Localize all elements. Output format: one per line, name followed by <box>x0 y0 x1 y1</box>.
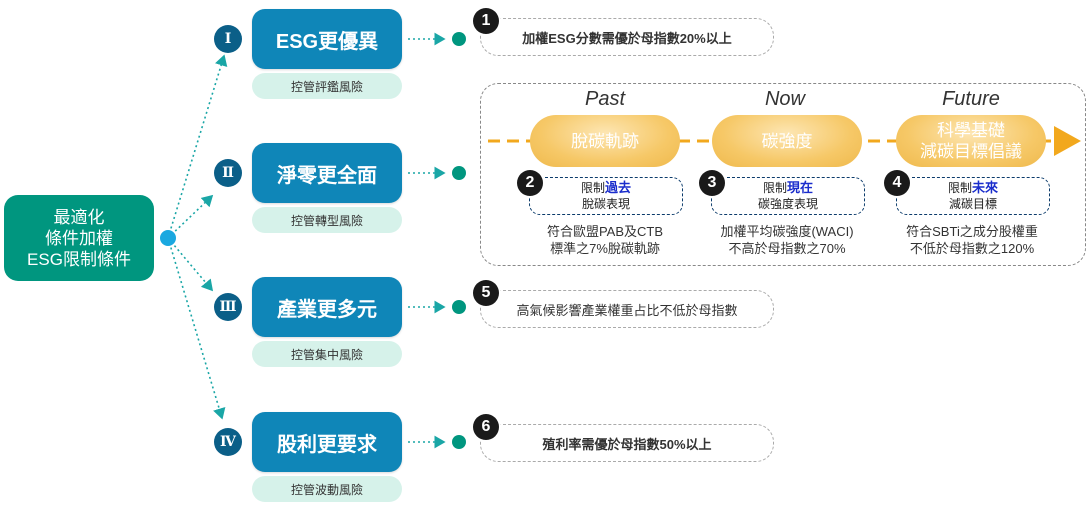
condition-text: 加權ESG分數需優於母指數20%以上 <box>522 30 732 46</box>
stage-carbon-intensity: 碳強度 <box>712 115 862 167</box>
era-label-now: Now <box>764 88 805 110</box>
pillar-net-zero: 淨零更全面 <box>252 143 402 203</box>
criteria-text-future: 符合SBTi之成分股權重 不低於母指數之120% <box>882 223 1062 257</box>
limit-sub: 碳強度表現 <box>757 197 818 211</box>
endpoint-dot <box>452 32 466 46</box>
limit-box-past: 限制過去 脫碳表現 <box>529 177 683 215</box>
stage-label: 碳強度 <box>761 131 813 151</box>
era-label-past: Past <box>584 88 626 110</box>
condition-box: 殖利率需優於母指數50%以上 <box>480 424 774 462</box>
root-line-2: 條件加權 <box>45 228 113 248</box>
stage-label: 科學基礎 <box>937 121 1005 140</box>
limit-sub: 減碳目標 <box>948 197 997 211</box>
limit-box-future: 限制未來 減碳目標 <box>896 177 1050 215</box>
condition-text: 高氣候影響產業權重占比不低於母指數 <box>516 302 738 318</box>
stage-label: 脫碳軌跡 <box>571 131 639 151</box>
stage-label: 減碳目標倡議 <box>920 142 1022 161</box>
number-badge: 6 <box>473 414 499 440</box>
net-zero-panel <box>480 83 1086 266</box>
criteria-line: 符合歐盟PAB及CTB <box>546 224 664 239</box>
root-dot <box>160 230 176 246</box>
root-line-3: ESG限制條件 <box>27 249 131 269</box>
endpoint-dot <box>452 166 466 180</box>
root-box: 最適化 條件加權 ESG限制條件 <box>4 195 154 281</box>
limit-highlight: 現在 <box>787 180 814 195</box>
pillar-industry: 產業更多元 <box>252 277 402 337</box>
limit-highlight: 未來 <box>972 180 999 195</box>
endpoint-dot <box>452 435 466 449</box>
connector-root-to-2 <box>167 194 214 239</box>
number-badge: 2 <box>517 170 543 196</box>
stage-science-based-targets: 科學基礎 減碳目標倡議 <box>896 115 1046 167</box>
numeral-badge: Ⅳ <box>214 428 242 456</box>
stage-decarbonization-path: 脫碳軌跡 <box>530 115 680 167</box>
limit-sub: 脫碳表現 <box>581 197 630 211</box>
connector-root-to-4 <box>167 237 226 420</box>
root-line-1: 最適化 <box>53 207 105 227</box>
connector-root-to-3 <box>167 237 214 292</box>
risk-label: 控管集中風險 <box>252 341 402 367</box>
limit-prefix: 限制 <box>762 181 787 195</box>
criteria-line: 標準之7%脫碳軌跡 <box>550 241 660 256</box>
pillar-esg: ESG更優異 <box>252 9 402 69</box>
limit-prefix: 限制 <box>580 181 605 195</box>
number-badge: 4 <box>884 170 910 196</box>
condition-text: 殖利率需優於母指數50%以上 <box>542 436 712 452</box>
criteria-line: 不低於母指數之120% <box>909 241 1035 256</box>
limit-highlight: 過去 <box>605 180 632 195</box>
numeral-badge: Ⅰ <box>214 25 242 53</box>
condition-box: 加權ESG分數需優於母指數20%以上 <box>480 18 774 56</box>
endpoint-dot <box>452 300 466 314</box>
criteria-line: 加權平均碳強度(WACI) <box>720 224 854 239</box>
numeral-badge: Ⅱ <box>214 159 242 187</box>
limit-prefix: 限制 <box>947 181 972 195</box>
risk-label: 控管轉型風險 <box>252 207 402 233</box>
risk-label: 控管評鑑風險 <box>252 73 402 99</box>
criteria-text-now: 加權平均碳強度(WACI) 不高於母指數之70% <box>697 223 877 257</box>
number-badge: 1 <box>473 8 499 34</box>
numeral-badge: Ⅲ <box>214 293 242 321</box>
risk-label: 控管波動風險 <box>252 476 402 502</box>
limit-box-now: 限制現在 碳強度表現 <box>711 177 865 215</box>
pillar-dividend: 股利更要求 <box>252 412 402 472</box>
criteria-line: 符合SBTi之成分股權重 <box>906 224 1038 239</box>
criteria-line: 不高於母指數之70% <box>728 241 846 256</box>
era-label-future: Future <box>942 88 1000 110</box>
criteria-text-past: 符合歐盟PAB及CTB 標準之7%脫碳軌跡 <box>515 223 695 257</box>
condition-box: 高氣候影響產業權重占比不低於母指數 <box>480 290 774 328</box>
number-badge: 3 <box>699 170 725 196</box>
connector-root-to-1 <box>167 54 228 239</box>
number-badge: 5 <box>473 280 499 306</box>
